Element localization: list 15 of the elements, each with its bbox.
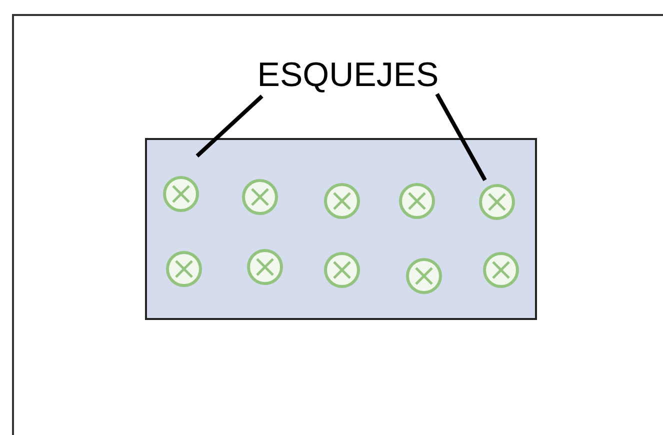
circle-x-symbol (478, 183, 516, 221)
circle-x-symbol (405, 257, 443, 295)
circle-x-symbol (246, 248, 284, 286)
circle-x-symbol (162, 175, 200, 213)
circle-x-symbol (241, 178, 279, 216)
circle-x-symbol (323, 251, 361, 289)
circle-x-symbol (482, 251, 520, 289)
circle-x-symbol (323, 182, 361, 220)
frame (12, 14, 663, 435)
tray-box (145, 138, 537, 320)
leader-line (435, 93, 487, 182)
circle-x-symbol (398, 182, 436, 220)
label-text: ESQUEJES (257, 58, 439, 92)
circle-x-symbol (165, 250, 203, 288)
leader-line (196, 94, 264, 158)
